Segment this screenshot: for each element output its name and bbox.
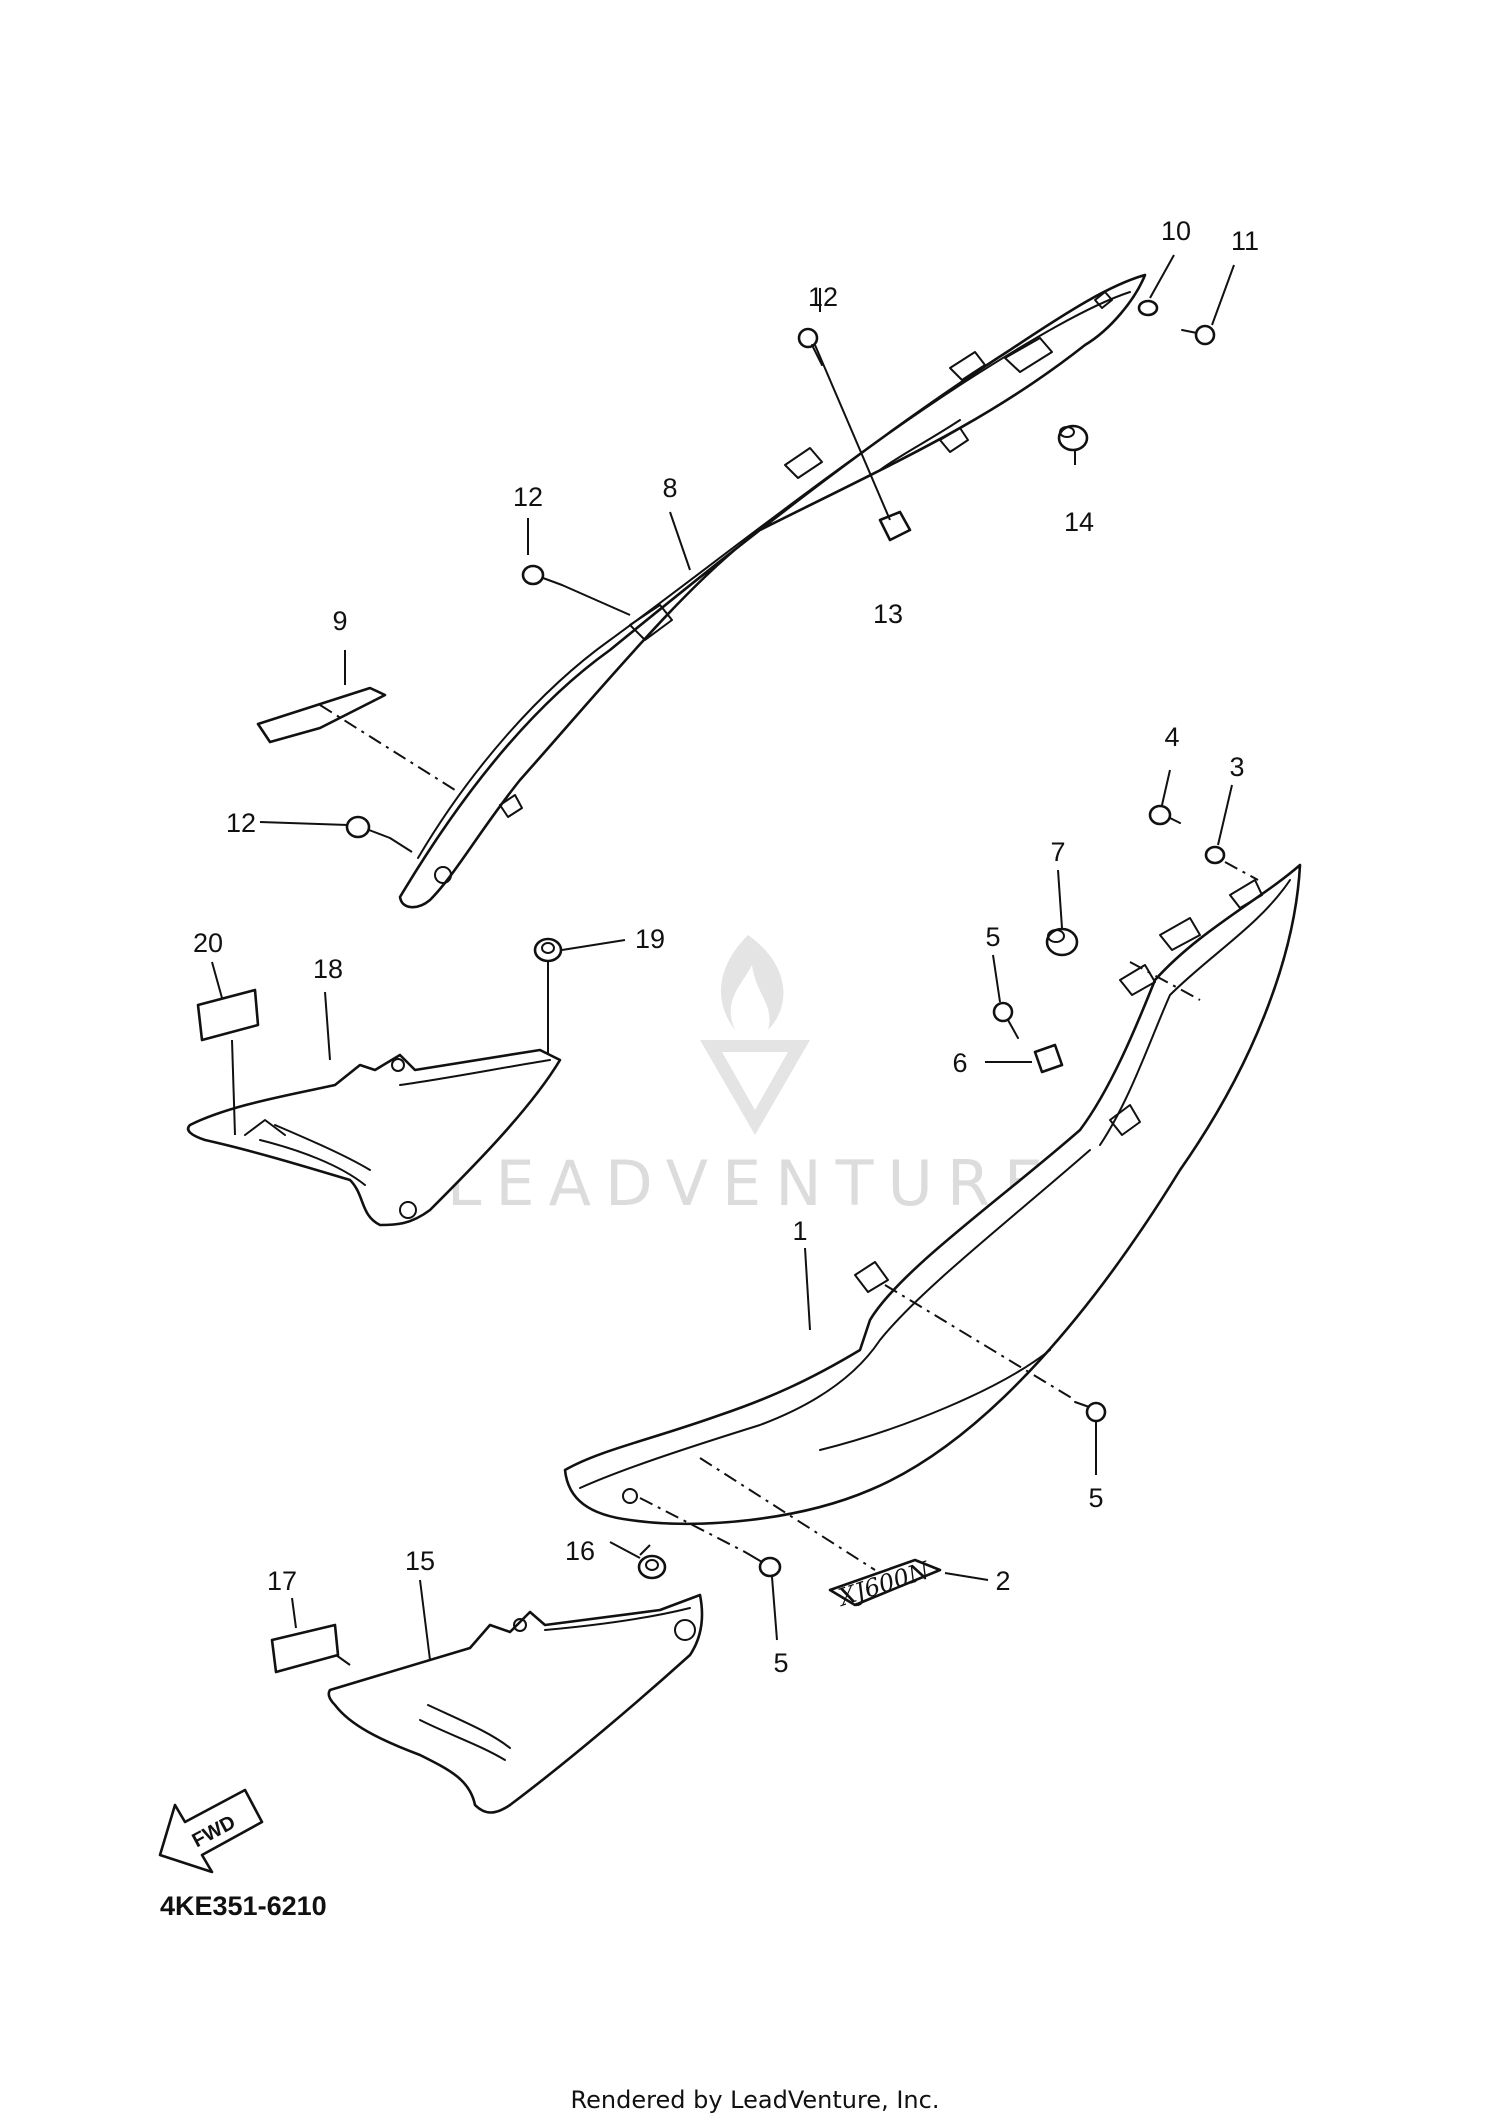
callout-20[interactable]: 20 [193, 928, 223, 958]
part-12-screw-top[interactable] [797, 327, 823, 366]
callout-17[interactable]: 17 [267, 1566, 297, 1596]
part-17-pad[interactable] [270, 1623, 340, 1674]
part-20-pad[interactable] [196, 988, 260, 1042]
callout-12-top[interactable]: 12 [808, 282, 838, 312]
callout-14[interactable]: 14 [1064, 507, 1094, 537]
assembly-lines [319, 704, 1259, 1571]
watermark-text: LEADVENTURE [447, 1147, 1057, 1220]
callout-6[interactable]: 6 [952, 1048, 967, 1078]
callout-12-lower[interactable]: 12 [226, 808, 256, 838]
part-12-screw-middle[interactable] [521, 564, 563, 586]
callout-10[interactable]: 10 [1161, 216, 1191, 246]
part-14-grommet[interactable] [1057, 424, 1089, 452]
callout-labels: 1 2 3 4 5 5 5 6 7 8 9 10 11 12 12 12 13 … [193, 216, 1259, 1678]
footer-credit: Rendered by LeadVenture, Inc. [571, 2086, 940, 2114]
part-7-grommet[interactable] [1045, 927, 1079, 957]
callout-1[interactable]: 1 [792, 1216, 807, 1246]
part-16-grommet[interactable] [637, 1554, 667, 1580]
callout-4[interactable]: 4 [1164, 722, 1179, 752]
watermark-flame-icon [720, 935, 784, 1030]
callout-8[interactable]: 8 [662, 473, 677, 503]
part-11-screw[interactable] [1181, 324, 1216, 346]
callout-18[interactable]: 18 [313, 954, 343, 984]
part-1-side-cover[interactable] [563, 863, 1302, 1526]
callout-15[interactable]: 15 [405, 1546, 435, 1576]
part-2-emblem[interactable]: XJ600N [828, 1556, 942, 1612]
small-parts [196, 299, 1226, 1674]
part-4-bolt[interactable] [1148, 804, 1181, 826]
callout-9[interactable]: 9 [332, 606, 347, 636]
part-15-side-panel[interactable] [327, 1593, 704, 1814]
callout-5-right[interactable]: 5 [1088, 1483, 1103, 1513]
callout-5-bottom[interactable]: 5 [773, 1648, 788, 1678]
callout-3[interactable]: 3 [1229, 752, 1244, 782]
callout-19[interactable]: 19 [635, 924, 665, 954]
watermark-v-logo-icon [700, 1040, 810, 1135]
callout-16[interactable]: 16 [565, 1536, 595, 1566]
watermark: LEADVENTURE [447, 935, 1057, 1220]
part-9-label[interactable] [256, 686, 387, 744]
part-5-screw-upper[interactable] [992, 1001, 1019, 1039]
part-3-washer[interactable] [1204, 845, 1226, 865]
part-6-clip[interactable] [1033, 1043, 1064, 1074]
callout-12-middle[interactable]: 12 [513, 482, 543, 512]
callout-5-upper[interactable]: 5 [985, 922, 1000, 952]
part-10-washer[interactable] [1137, 299, 1159, 317]
leader-lines [211, 254, 1235, 1666]
part-5-screw-bottom[interactable] [744, 1551, 782, 1578]
callout-13[interactable]: 13 [873, 599, 903, 629]
part-12-screw-lower[interactable] [345, 815, 391, 839]
emblem-text: XJ600N [833, 1556, 933, 1612]
part-8-tail-cover[interactable] [398, 273, 1147, 909]
part-19-grommet[interactable] [533, 937, 563, 963]
callout-7[interactable]: 7 [1050, 837, 1065, 867]
diagram-code: 4KE351-6210 [160, 1891, 327, 1921]
callout-11[interactable]: 11 [1231, 226, 1259, 256]
fwd-arrow-icon: FWD [158, 1788, 264, 1874]
callout-2[interactable]: 2 [995, 1566, 1010, 1596]
part-13-clip[interactable] [878, 510, 912, 542]
part-5-screw-right[interactable] [1074, 1401, 1107, 1423]
part-18-side-panel[interactable] [186, 1048, 562, 1227]
